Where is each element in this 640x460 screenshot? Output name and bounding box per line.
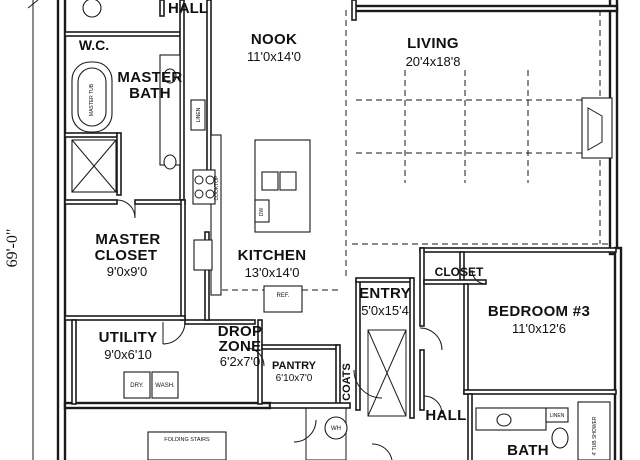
master-bath-label-line1: MASTER bbox=[117, 69, 182, 86]
overall-dimension-line bbox=[27, 0, 39, 460]
hall-lower-label: HALL bbox=[425, 407, 466, 424]
wc-toilet bbox=[82, 0, 102, 18]
bath-toilet bbox=[551, 427, 569, 449]
utility-label: UTILITY bbox=[99, 329, 158, 346]
wc-label: W.C. bbox=[79, 37, 109, 53]
linen-label-lower: LINEN bbox=[550, 413, 565, 419]
bedroom3-dimension: 11'0x12'6 bbox=[512, 321, 566, 336]
refrigerator-label: REF. bbox=[276, 293, 289, 299]
kitchen-dimension: 13'0x14'0 bbox=[245, 265, 300, 280]
bath-label: BATH bbox=[507, 442, 549, 459]
entry-label: ENTRY bbox=[359, 285, 411, 302]
kitchen-fixtures: COOKTOP DW REF. bbox=[192, 134, 311, 313]
dryer-label: DRY. bbox=[130, 383, 144, 389]
closet-label: CLOSET bbox=[435, 265, 484, 279]
entry-skylight bbox=[367, 329, 407, 417]
bath-fixtures: LINEN 4' TUB SHOWER bbox=[475, 401, 611, 460]
master-closet-label-line1: MASTER bbox=[95, 231, 160, 248]
tub-shower bbox=[577, 401, 611, 460]
coats-label: COATS bbox=[341, 363, 353, 401]
drop-zone-label-line2: ZONE bbox=[219, 338, 262, 355]
folding-stairs: FOLDING STAIRS bbox=[147, 431, 227, 460]
hall-top-label: HALL bbox=[168, 0, 208, 17]
folding-stairs-label: FOLDING STAIRS bbox=[164, 437, 210, 443]
bath-sink bbox=[496, 413, 512, 427]
living-dimension: 20'4x18'8 bbox=[406, 54, 461, 69]
master-bath-label-line2: BATH bbox=[129, 85, 171, 102]
overall-dimension-label: 69'-0" bbox=[4, 229, 21, 268]
drop-zone-label-line1: DROP bbox=[218, 323, 263, 340]
linen-label-upper: LINEN bbox=[196, 107, 202, 122]
sink-upper bbox=[163, 68, 177, 84]
pantry-dimension: 6'10x7'0 bbox=[276, 373, 313, 384]
shower-label: 4' TUB SHOWER bbox=[592, 416, 598, 455]
dryer bbox=[123, 371, 151, 399]
nook-label: NOOK bbox=[251, 31, 297, 48]
exterior-walls bbox=[56, 0, 623, 460]
utility-fixtures: DRY. WASH. bbox=[123, 371, 179, 399]
water-heater-label: WH bbox=[331, 426, 341, 432]
washer bbox=[151, 371, 179, 399]
room-labels: HALL W.C. MASTER BATH NOOK 11'0x14'0 LIV… bbox=[79, 0, 590, 459]
island-sink bbox=[261, 171, 279, 191]
kitchen-label: KITCHEN bbox=[238, 247, 307, 264]
washer-label: WASH. bbox=[155, 383, 175, 389]
master-closet-dimension: 9'0x9'0 bbox=[107, 264, 147, 279]
master-closet-label-line2: CLOSET bbox=[95, 247, 158, 264]
oven bbox=[193, 239, 213, 271]
bath-linen bbox=[545, 407, 569, 423]
nook-dimension: 11'0x14'0 bbox=[247, 49, 301, 64]
sink-lower bbox=[163, 154, 177, 170]
kitchen-counter bbox=[210, 134, 222, 296]
drop-zone-dimension: 6'2x7'0 bbox=[220, 354, 260, 369]
fireplace bbox=[581, 97, 613, 159]
entry-dimension: 5'0x15'4 bbox=[361, 303, 409, 318]
tub-label: MASTER TUB bbox=[89, 83, 95, 116]
door-swings bbox=[116, 199, 487, 460]
living-label: LIVING bbox=[407, 35, 459, 52]
cooktop-label: COOKTOP bbox=[214, 175, 220, 201]
linen-cabinet bbox=[190, 99, 206, 131]
master-bath-fixtures: MASTER TUB LINEN bbox=[71, 0, 206, 193]
refrigerator bbox=[263, 285, 303, 313]
cooktop bbox=[192, 169, 216, 205]
dishwasher-label: DW bbox=[259, 208, 265, 217]
utility-dimension: 9'0x6'10 bbox=[104, 347, 152, 362]
bedroom3-label: BEDROOM #3 bbox=[488, 303, 590, 320]
pantry-label: PANTRY bbox=[272, 360, 317, 372]
dishwasher bbox=[254, 199, 270, 223]
water-heater: WH bbox=[305, 407, 348, 460]
